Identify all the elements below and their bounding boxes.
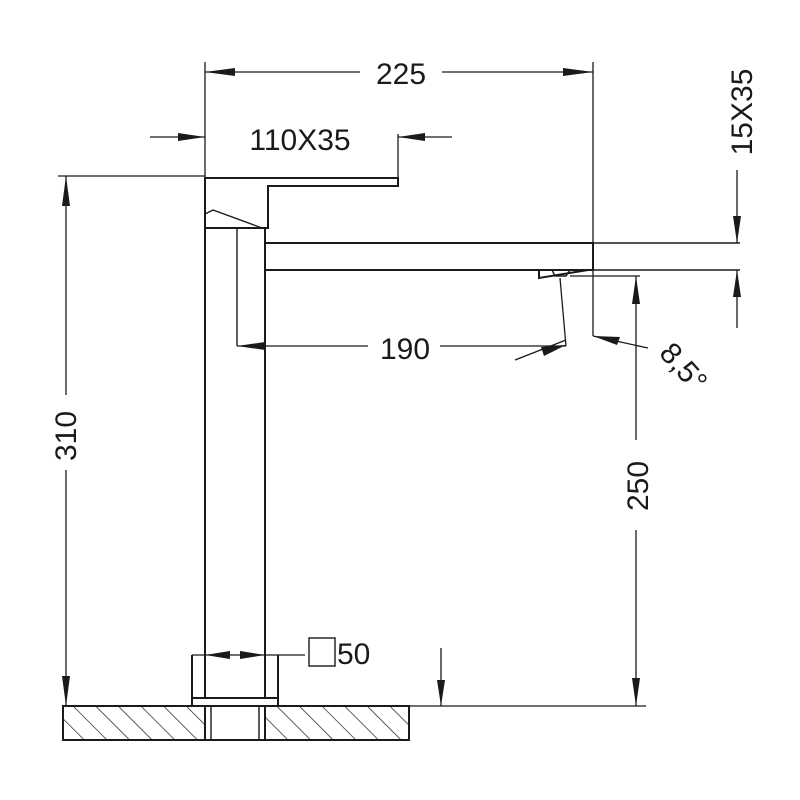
- dimension-label-15x35: 15X35: [726, 69, 759, 156]
- column: [204, 227, 266, 699]
- dimension-label-angle: 8,5°: [653, 337, 713, 399]
- dimension-label-190: 190: [380, 333, 430, 366]
- dimension-label-310: 310: [50, 411, 83, 461]
- aerator: [538, 269, 589, 280]
- aerator-detail: [551, 269, 571, 277]
- dimension-250: 250: [409, 275, 655, 707]
- handle: [204, 177, 399, 229]
- dimension-110x35: 110X35: [150, 124, 452, 178]
- countertop-right: [264, 705, 410, 741]
- countertop-left: [62, 705, 206, 741]
- dimension-190: 190: [237, 277, 567, 366]
- dimension-label-225: 225: [376, 58, 426, 91]
- dimension-label-250: 250: [622, 461, 655, 511]
- dimension-base-50: 50: [192, 637, 370, 671]
- square-symbol: [308, 637, 336, 667]
- dimension-225: 225: [204, 58, 594, 243]
- dimension-310: 310: [50, 175, 205, 706]
- dimension-angle: 8,5°: [592, 270, 713, 399]
- dimension-label-50: 50: [337, 638, 370, 671]
- handle-chamfer: [204, 209, 263, 229]
- dimension-15x35: 15X35: [726, 69, 759, 328]
- base-collar: [191, 655, 279, 706]
- counter-depth-arrow: [437, 648, 445, 706]
- dimension-label-110x35: 110X35: [249, 124, 350, 157]
- mounting-hole: [204, 705, 266, 741]
- spout: [265, 242, 594, 271]
- faucet-body: [191, 177, 740, 706]
- countertop: [62, 705, 410, 741]
